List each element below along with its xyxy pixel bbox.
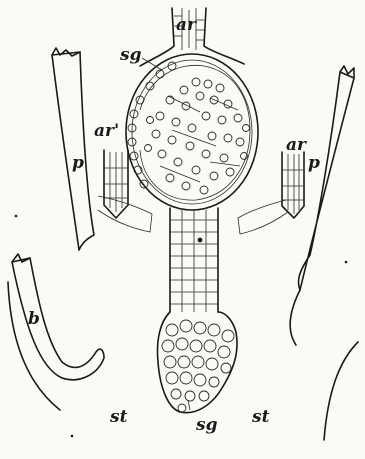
right-tissue-strip: [282, 152, 304, 218]
label-sg-top: sg: [119, 45, 142, 65]
capsule-spores: [145, 78, 250, 194]
right-leaf-outline: [298, 72, 354, 290]
label-p-right: p: [308, 153, 320, 173]
left-lower-leaf: [12, 258, 104, 380]
seta-cells: [170, 210, 218, 312]
label-ar-top: ar: [176, 15, 197, 35]
label-ar-right: ar: [286, 135, 307, 155]
right-mid-curve: [290, 290, 300, 345]
speck-2: [345, 261, 348, 264]
label-ar-left: ar': [94, 121, 119, 141]
label-sg-bottom: sg: [195, 415, 218, 435]
right-tissue-cells: [282, 154, 304, 214]
sg-bottom-leader: [188, 400, 190, 410]
speck-1: [15, 215, 18, 218]
right-leaf-notch: [340, 66, 354, 78]
left-leaf-outline: [52, 52, 94, 250]
foot-outline: [158, 312, 238, 413]
label-b: b: [28, 309, 40, 329]
foot-cells: [162, 320, 234, 412]
right-wing-tissue: [238, 200, 288, 234]
right-lower-curve: [324, 342, 358, 440]
label-st-left: st: [109, 407, 128, 427]
label-st-right: st: [251, 407, 270, 427]
speck-3: [71, 435, 74, 438]
seta-dot: [198, 238, 203, 243]
label-p-left: p: [72, 153, 84, 173]
left-wing-tissue: [98, 196, 152, 232]
